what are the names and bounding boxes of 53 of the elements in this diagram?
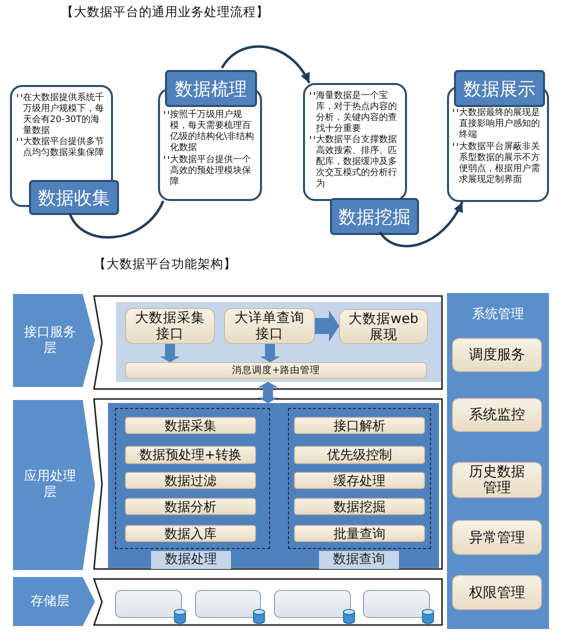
function-box: 数据分析 — [125, 498, 256, 515]
connector — [68, 200, 164, 238]
arrow — [315, 310, 340, 342]
function-box: 数据采集 — [125, 417, 256, 434]
layer-frame — [93, 295, 443, 390]
bullet-text: 大数据平台提供一个高效的预处理模块保障 — [170, 155, 251, 187]
function-box: 权限管理 — [452, 575, 542, 610]
function-box: 批量查询 — [294, 525, 425, 542]
bullet-text: 海量数据是一个宝库，对于热点内容的分析，关键内容的查找十分重要 — [316, 91, 397, 134]
panel — [116, 302, 441, 382]
section-title: 【大数据平台的通用业务处理流程】 — [60, 4, 270, 21]
arrow — [160, 344, 180, 362]
layer-band: 接口服务层 — [13, 294, 95, 387]
function-box: 异常管理 — [452, 520, 542, 555]
bullet-text: 大数据平台提供多节点均匀数据采集保障 — [23, 137, 104, 158]
function-box: 接口解析 — [294, 417, 425, 434]
management-panel — [447, 293, 549, 629]
layer-frame — [93, 578, 443, 626]
group-label: 数据查询 — [319, 551, 399, 569]
layer-band: 应用处理层 — [13, 400, 95, 570]
panel-heading: 系统管理 — [471, 306, 525, 323]
section-title: 【大数据平台功能架构】 — [92, 256, 238, 273]
message-bar: 消息调度+路由管理 — [125, 362, 427, 379]
function-box: 数据入库 — [125, 525, 256, 542]
function-box: 数据挖掘 — [294, 498, 425, 515]
card-heading: 数据收集 — [29, 180, 119, 215]
arrow — [220, 45, 310, 84]
arrow — [258, 382, 278, 404]
layer-band: 存储层 — [13, 577, 95, 626]
function-box: 数据预处理+转换 — [125, 446, 256, 464]
bullet-text: 大数据最终的展现是直接影响用户感知的终端 — [459, 108, 540, 140]
storage-box — [195, 590, 261, 618]
bullet-text: 大数据平台屏蔽非关系型数据的展示不方便弱点，根据用户需求展现定制界面 — [459, 142, 540, 185]
group-label: 数据处理 — [151, 551, 231, 569]
function-box: 优先级控制 — [294, 446, 425, 464]
function-box: 缓存处理 — [294, 472, 425, 489]
interface-box: 大数据采集接口 — [125, 308, 215, 344]
card-heading: 数据挖掘 — [330, 198, 419, 235]
function-box: 历史数据管理 — [452, 462, 542, 498]
arrow — [260, 344, 280, 362]
function-box: 调度服务 — [452, 338, 542, 372]
storage-box — [274, 590, 351, 618]
bullet-text: 大数据平台支撑数据高效搜索、排序、匹配库，数据缓冲及多次交互模式的分析行为 — [316, 135, 397, 189]
interface-box: 大数据web展现 — [339, 309, 428, 344]
storage-box — [115, 590, 182, 618]
card-heading: 数据梳理 — [165, 70, 257, 107]
function-box: 系统监控 — [452, 398, 542, 432]
bullet-text: 按照千万级用户规模，每天需要梳理百亿级的结构化\非结构化数据 — [170, 110, 254, 153]
interface-box: 大详单查询接口 — [224, 308, 315, 344]
card-heading: 数据展示 — [454, 70, 545, 107]
function-box: 数据过滤 — [125, 472, 256, 489]
bullet-text: 在大数据提供系统千万级用户规模下，每天会有20-30T的海量数据 — [23, 93, 104, 136]
storage-box — [363, 590, 430, 618]
